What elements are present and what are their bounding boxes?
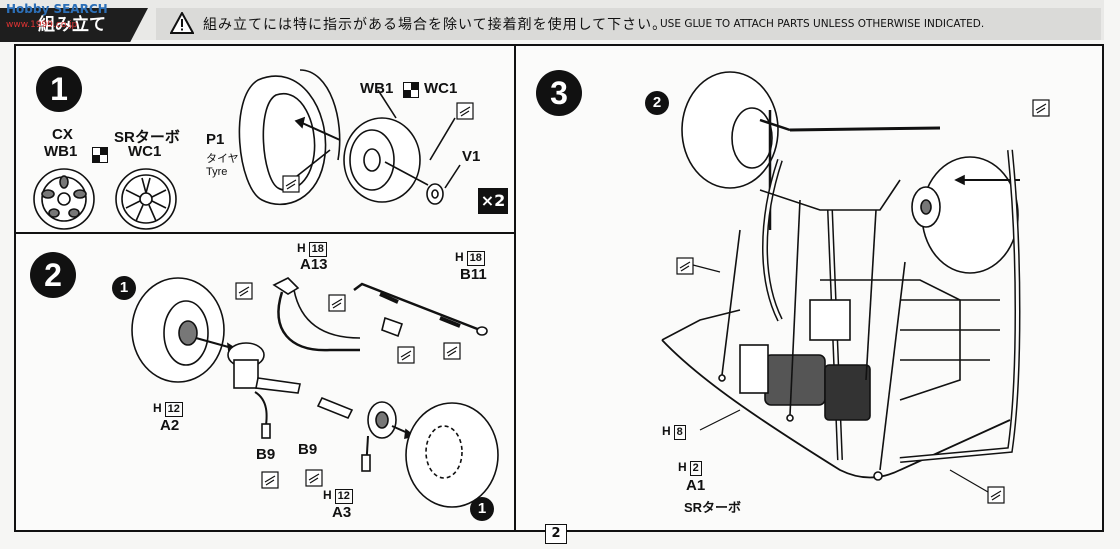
wheel-sr-illustration — [115, 168, 177, 230]
tire-jp-label: タイヤ — [206, 153, 239, 165]
warning-icon — [170, 12, 194, 34]
glue-icons-step1 — [282, 102, 474, 193]
section-tab: 組み立て — [0, 8, 148, 42]
b9-right-label: B9 — [298, 441, 318, 458]
a1-label: A1 — [686, 477, 706, 494]
plating-icon-rim — [403, 82, 419, 98]
step2-left-wheel — [131, 277, 238, 383]
step2-right-wheel — [405, 402, 499, 508]
wheel-parts-a-label: WB1 — [360, 80, 394, 97]
wheel-cx-illustration — [33, 168, 95, 230]
warning-band — [156, 8, 1101, 40]
cap-part-label: V1 — [462, 148, 481, 165]
step2-knuckle-left — [227, 342, 301, 439]
a3-label: A3 — [332, 504, 352, 521]
step3-subassembly-ref: 2 — [645, 91, 669, 115]
step3-engine — [739, 344, 871, 421]
page-number: 2 — [545, 524, 567, 544]
step3-front-wheel-left — [681, 71, 941, 230]
tire-en-label: Tyre — [206, 166, 228, 178]
step2-number: 2 — [30, 252, 76, 298]
warning-text-jp: 組み立てには特に指示がある場合を除いて接着剤を使用して下さい。 — [203, 17, 668, 33]
watermark: Hobby SEARCH — [6, 2, 108, 16]
multiplier-badge: ×2 — [478, 188, 508, 214]
wheel-sr-part: WC1 — [128, 143, 162, 160]
step2-subassembly-ref-top: 1 — [112, 276, 136, 300]
step3-pointers — [718, 199, 906, 481]
a2-label: A2 — [160, 417, 180, 434]
wheel-cx-label: CX — [52, 126, 73, 143]
b9-left-label: B9 — [256, 446, 276, 463]
step2-subassembly-ref-bottom: 1 — [470, 497, 494, 521]
step2-arms — [272, 277, 488, 352]
wheel-parts-b-label: WC1 — [424, 80, 458, 97]
a13-label: A13 — [300, 256, 328, 273]
section-tab-label: 組み立て — [38, 15, 106, 35]
glue-icons-step2 — [235, 282, 461, 489]
step2-knuckle-right — [316, 396, 416, 472]
glue-icons-step3 — [676, 99, 1050, 504]
a1-variant-label: SRターボ — [684, 500, 742, 515]
plating-icon-cx — [92, 147, 108, 163]
wheel-cx-part: WB1 — [44, 143, 78, 160]
wheel-sr-label: SRターボ — [114, 129, 180, 146]
warning-text-en: USE GLUE TO ATTACH PARTS UNLESS OTHERWIS… — [660, 18, 985, 30]
step3-number: 3 — [536, 70, 582, 116]
step1-number: 1 — [36, 66, 82, 112]
b11-label: B11 — [460, 266, 487, 283]
watermark-sub: www.1999.co.jp — [6, 20, 78, 30]
wheel-rim-illustration — [343, 89, 461, 205]
tire-part-label: P1 — [206, 131, 225, 148]
step3-front-wheel-right — [911, 156, 1020, 274]
